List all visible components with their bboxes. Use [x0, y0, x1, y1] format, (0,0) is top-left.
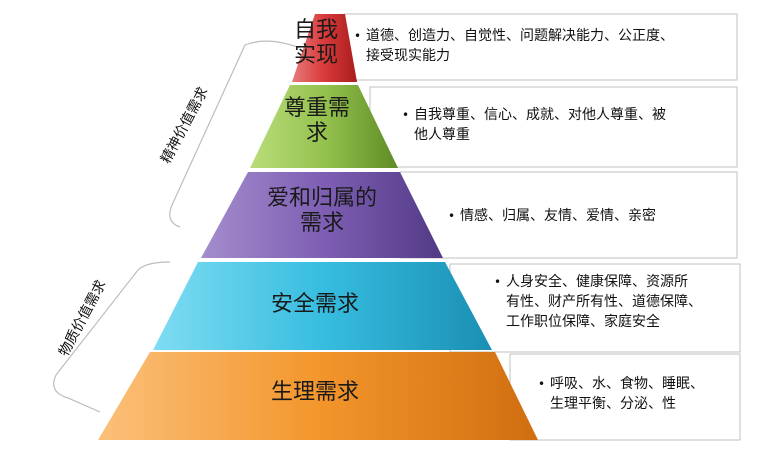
description-text: 人身安全、健康保障、资源所 有性、财产所有性、道德保障、 工作职位保障、家庭安全 [506, 274, 702, 330]
bullet-icon: • [448, 209, 456, 223]
description-box-love [399, 171, 738, 259]
bullet-icon: • [402, 108, 410, 122]
level-label-self-actualization: 自我 实现 [293, 18, 338, 69]
level-physiological-band [98, 352, 538, 440]
bullet-icon: • [538, 377, 546, 391]
level-self-actualization-band [292, 14, 357, 82]
level-esteem-band [250, 85, 398, 168]
description-box-physiological [509, 353, 741, 441]
level-label-esteem: 尊重需 求 [283, 96, 350, 147]
description-text: 呼吸、水、食物、睡眠、 生理平衡、分泌、性 [550, 376, 704, 412]
description-box-esteem [369, 86, 738, 168]
description-text: 情感、归属、友情、爱情、亲密 [460, 208, 656, 224]
description-esteem: • 自我尊重、信心、成就、对他人尊重、被 他人尊重 [402, 105, 734, 145]
level-label-physiological: 生理需求 [270, 380, 359, 405]
description-self-actualization: • 道德、创造力、自觉性、问题解决能力、公正度、 接受现实能力 [354, 26, 738, 66]
description-love: • 情感、归属、友情、爱情、亲密 [448, 206, 735, 226]
description-box-self-actualization [344, 13, 738, 81]
description-box-safety [449, 263, 741, 353]
bullet-icon: • [494, 275, 502, 289]
description-text: 自我尊重、信心、成就、对他人尊重、被 他人尊重 [414, 107, 666, 143]
description-physiological: • 呼吸、水、食物、睡眠、 生理平衡、分泌、性 [538, 374, 738, 414]
level-label-safety: 安全需求 [270, 292, 359, 317]
level-safety-band [153, 262, 492, 350]
level-label-love: 爱和归属的 需求 [266, 186, 377, 237]
description-text: 道德、创造力、自觉性、问题解决能力、公正度、 接受现实能力 [366, 28, 674, 64]
material-bracket [53, 261, 171, 413]
bullet-icon: • [354, 29, 362, 43]
spiritual-bracket [169, 40, 301, 228]
description-safety: • 人身安全、健康保障、资源所 有性、财产所有性、道德保障、 工作职位保障、家庭… [494, 272, 738, 332]
level-love-band [201, 172, 443, 258]
